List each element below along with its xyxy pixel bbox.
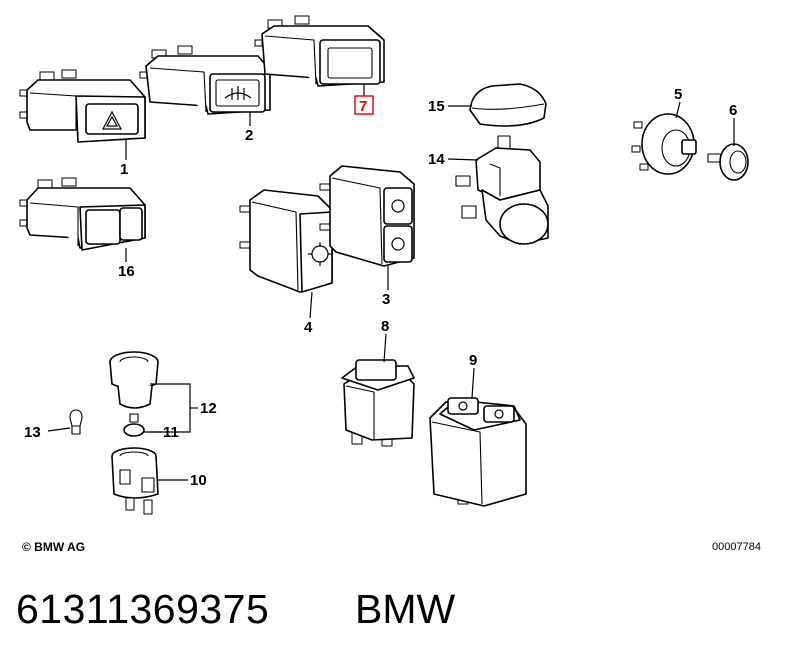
callout-4: 4 <box>304 319 313 336</box>
callout-2: 2 <box>245 127 253 144</box>
part-3-double-switch <box>319 165 415 267</box>
part-8-push-switch <box>341 359 415 447</box>
part-4-fog-light-switch <box>239 189 333 293</box>
callout-9: 9 <box>469 352 477 369</box>
callout-11: 11 <box>163 424 179 441</box>
part-6-knob <box>707 143 749 181</box>
callout-1: 1 <box>120 161 128 178</box>
leader-lines <box>47 84 735 481</box>
callout-16: 16 <box>118 263 135 280</box>
callout-7-highlight-box <box>354 95 374 115</box>
part-number: 61311369375 <box>16 586 270 632</box>
part-12-lighter-insert <box>109 351 159 409</box>
part-14-headlight-switch <box>455 135 549 245</box>
part-1-hazard-switch <box>19 69 146 143</box>
part-16-rocker-switch <box>19 177 146 251</box>
callout-15: 15 <box>428 98 445 115</box>
callout-10: 10 <box>190 472 207 489</box>
callout-13: 13 <box>24 424 41 441</box>
callout-5: 5 <box>674 86 682 103</box>
part-11-bulb-holder <box>123 413 145 437</box>
callout-7: 7 <box>359 98 367 115</box>
part-15-cap <box>469 83 547 127</box>
brand-name: BMW <box>355 586 456 632</box>
callout-14: 14 <box>428 151 445 168</box>
part-13-bulb <box>69 409 83 435</box>
part-2-defogger-switch <box>139 45 271 115</box>
part-10-lighter-socket <box>111 447 159 515</box>
callout-8: 8 <box>381 318 389 335</box>
part-9-dual-button <box>429 397 527 507</box>
callout-12: 12 <box>200 400 217 417</box>
part-7-blank-switch <box>254 15 385 87</box>
copyright-notice: © BMW AG <box>22 540 86 554</box>
parts-diagram: 1 2 3 4 5 6 7 8 9 10 11 12 13 14 15 16 <box>19 15 749 515</box>
callout-labels: 1 2 3 4 5 6 7 8 9 10 11 12 13 14 15 16 <box>24 86 737 489</box>
callout-6: 6 <box>729 102 737 119</box>
part-5-rotary-switch <box>631 113 697 175</box>
callout-3: 3 <box>382 291 390 308</box>
reference-code: 00007784 <box>712 541 761 553</box>
